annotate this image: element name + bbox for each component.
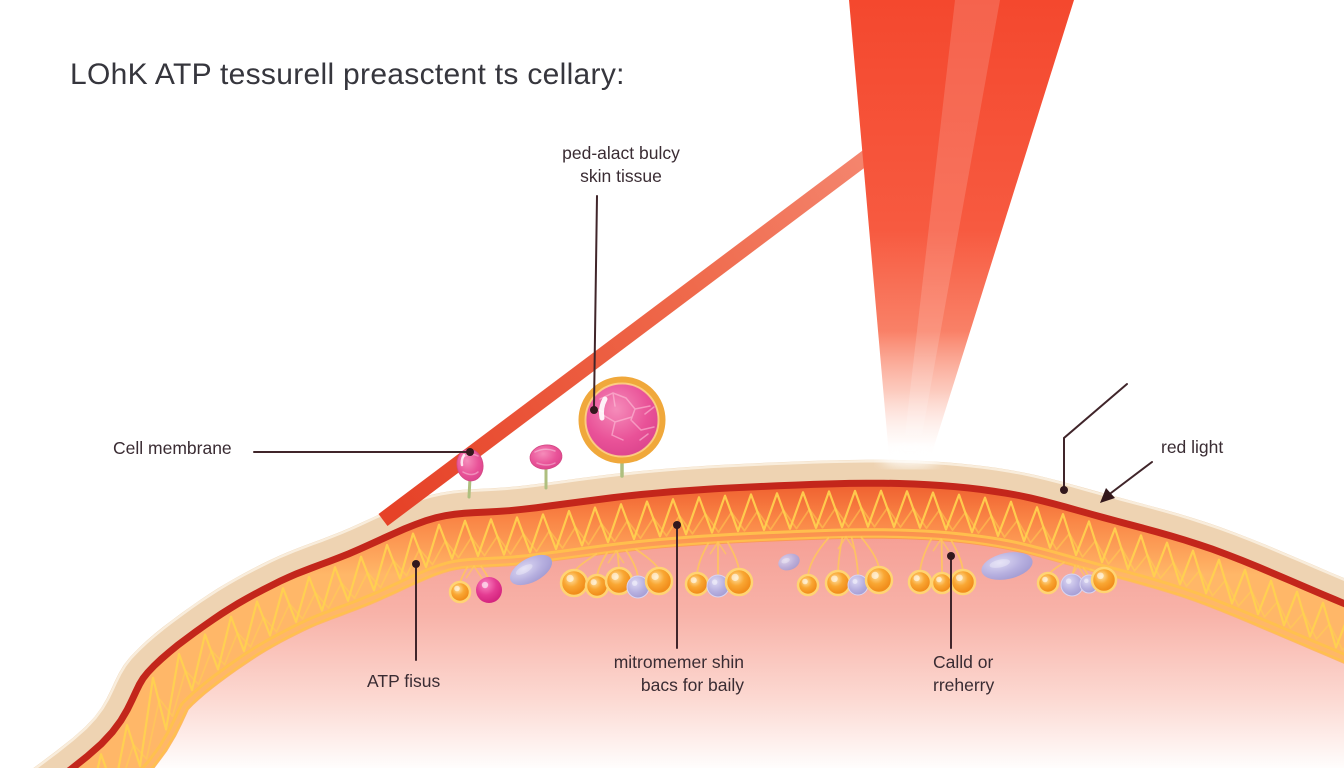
mitochondria-bead bbox=[644, 566, 674, 596]
label-mitochondria: mitromemer shin bacs for baily bbox=[552, 651, 744, 697]
mitochondria-bead bbox=[864, 565, 894, 595]
label-mitochondria-line2: bacs for baily bbox=[640, 675, 744, 695]
bean-shine bbox=[781, 557, 790, 564]
bead-shine bbox=[590, 579, 597, 586]
mitochondria-bead bbox=[796, 573, 820, 597]
leader-dot bbox=[590, 406, 598, 414]
thread-branch bbox=[607, 549, 625, 564]
red-light-cone bbox=[849, 0, 1074, 456]
leader-dot bbox=[466, 448, 474, 456]
bead-shine bbox=[1084, 578, 1089, 584]
leader-red-light-bent bbox=[1063, 383, 1128, 488]
bead-shine bbox=[731, 573, 739, 582]
organelle-bean bbox=[981, 552, 1033, 580]
bean-shine bbox=[515, 564, 533, 575]
bead-shine bbox=[631, 580, 638, 586]
bead-shine bbox=[852, 579, 858, 584]
surface-highlight bbox=[33, 459, 1344, 768]
leader-dot bbox=[947, 552, 955, 560]
label-skin-tissue-line2: skin tissue bbox=[580, 166, 662, 186]
bead-shine bbox=[1065, 578, 1072, 584]
surface-cells bbox=[456, 376, 666, 499]
bead-shine bbox=[1097, 572, 1104, 580]
bead-shine bbox=[802, 578, 808, 585]
bead-thread bbox=[940, 539, 943, 577]
label-skin-tissue-line1: ped-alact bulcy bbox=[562, 143, 680, 163]
thread-branch bbox=[465, 564, 483, 579]
bead-shine bbox=[936, 576, 942, 583]
label-red-light: red light bbox=[1161, 437, 1224, 457]
mitochondria-bead bbox=[584, 573, 610, 599]
arrowhead bbox=[1100, 488, 1115, 503]
bead-shine bbox=[566, 574, 574, 583]
label-cell-right-line2: rreherry bbox=[933, 675, 995, 695]
label-atp: ATP fisus bbox=[367, 671, 441, 691]
skin-cell-small-2 bbox=[529, 444, 563, 490]
band-border-line bbox=[140, 528, 1344, 768]
bead-shine bbox=[481, 581, 489, 589]
bead-shine bbox=[831, 575, 838, 583]
mitochondria-bead bbox=[448, 580, 472, 604]
band-border-line bbox=[150, 535, 1344, 768]
leader-dot bbox=[673, 521, 681, 529]
mitochondria-bead bbox=[684, 571, 710, 597]
tissue-organelles bbox=[448, 535, 1118, 604]
mitochondria-bead bbox=[930, 571, 954, 595]
leader-dot bbox=[412, 560, 420, 568]
leader-red-light-arrow bbox=[1106, 461, 1153, 497]
mitochondria-bead bbox=[907, 569, 933, 595]
thread-branch bbox=[932, 537, 950, 552]
organelle-bean bbox=[509, 554, 553, 586]
bead-shine bbox=[871, 571, 879, 580]
organelle-bean bbox=[778, 553, 800, 571]
bead-shine bbox=[1042, 576, 1048, 583]
label-mitochondria-line1: mitromemer shin bbox=[613, 652, 744, 672]
mitochondria-bead bbox=[824, 569, 852, 597]
leader-skin-tissue bbox=[593, 195, 598, 407]
label-cell-membrane: Cell membrane bbox=[113, 438, 232, 458]
bead-shine bbox=[651, 572, 659, 581]
mitochondria-bead bbox=[559, 568, 589, 598]
skin-cross-section bbox=[33, 459, 1344, 768]
bead-shine bbox=[690, 577, 697, 584]
mitochondria-bead bbox=[724, 567, 754, 597]
skin-cell-large bbox=[578, 376, 666, 478]
diagram-title: LOhK ATP tessurell preasctent ts cellary… bbox=[70, 58, 625, 91]
mitochondria-bead bbox=[949, 568, 977, 596]
leader-lines bbox=[253, 195, 1153, 661]
mitochondria-bead bbox=[1036, 571, 1060, 595]
bead-shine bbox=[956, 574, 963, 582]
cone-highlight bbox=[905, 0, 1000, 435]
bead-shine bbox=[454, 585, 460, 592]
label-skin-tissue: ped-alact bulcy skin tissue bbox=[500, 142, 742, 188]
bead-shine bbox=[711, 579, 718, 585]
beam-contact-glow bbox=[880, 445, 940, 467]
leader-dot bbox=[1060, 486, 1068, 494]
mitochondria-bead bbox=[1090, 566, 1118, 594]
bead-shine bbox=[913, 575, 920, 582]
organelle-magenta bbox=[476, 577, 502, 603]
bead-shine bbox=[611, 572, 619, 581]
label-cell-right-line1: Calld or bbox=[933, 652, 994, 672]
bean-shine bbox=[989, 559, 1011, 568]
label-cell-right: Calld or rreherry bbox=[933, 651, 994, 697]
zigzag-cells bbox=[125, 506, 1344, 768]
